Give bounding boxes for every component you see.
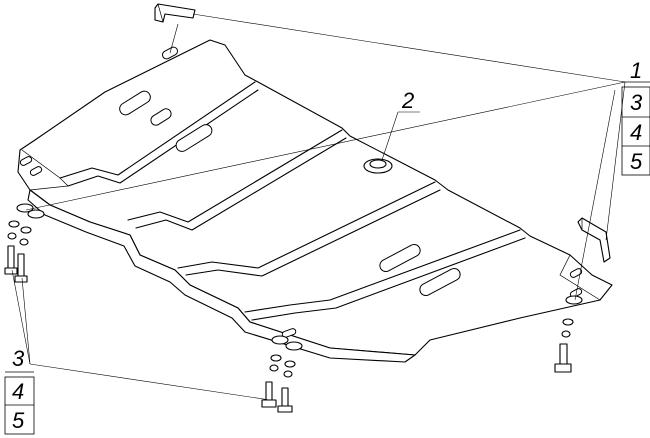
callout-group-bottom-left: 3 4 5 [4, 346, 35, 435]
bracket-right [577, 217, 611, 263]
callout-item-4-bottom: 4 [12, 379, 24, 404]
rib-2 [127, 129, 343, 223]
rib-3-lower [185, 189, 441, 277]
drain-boss [363, 158, 393, 174]
callout-boss: 2 [401, 88, 414, 113]
callout-group-top-right: 1 3 4 5 [621, 58, 650, 176]
plate-lower-flange [27, 189, 416, 363]
callout-item-5: 5 [630, 149, 643, 174]
slot-4 [379, 243, 421, 273]
rib-1 [59, 81, 256, 179]
mount-hole-left-2 [29, 166, 43, 176]
rib-2-lower [135, 137, 347, 231]
callout-item-4: 4 [630, 120, 642, 145]
rib-3 [177, 181, 436, 269]
mount-hole-left-1 [19, 156, 33, 166]
skid-plate [17, 39, 613, 363]
callout-item-1: 1 [630, 58, 642, 83]
slot-2 [150, 108, 172, 126]
fasteners-bottom [261, 335, 303, 413]
callout-item-2: 2 [401, 88, 414, 113]
bracket-top [154, 3, 196, 23]
slot-3 [175, 124, 213, 152]
rib-4-lower [251, 237, 526, 321]
rib-4 [244, 229, 521, 313]
plate-top-surface [17, 39, 613, 356]
callout-item-5-bottom: 5 [12, 408, 25, 433]
right-fold [559, 254, 601, 301]
mount-hole-bottom-1 [281, 328, 297, 338]
left-fold [21, 149, 69, 191]
callout-item-3-bottom: 3 [12, 346, 25, 371]
slot-5 [419, 267, 461, 297]
fasteners-left [4, 203, 45, 283]
fasteners-right [554, 295, 583, 373]
callout-item-3: 3 [630, 90, 643, 115]
slot-1 [119, 90, 151, 116]
mount-hole-right-1 [569, 268, 583, 278]
